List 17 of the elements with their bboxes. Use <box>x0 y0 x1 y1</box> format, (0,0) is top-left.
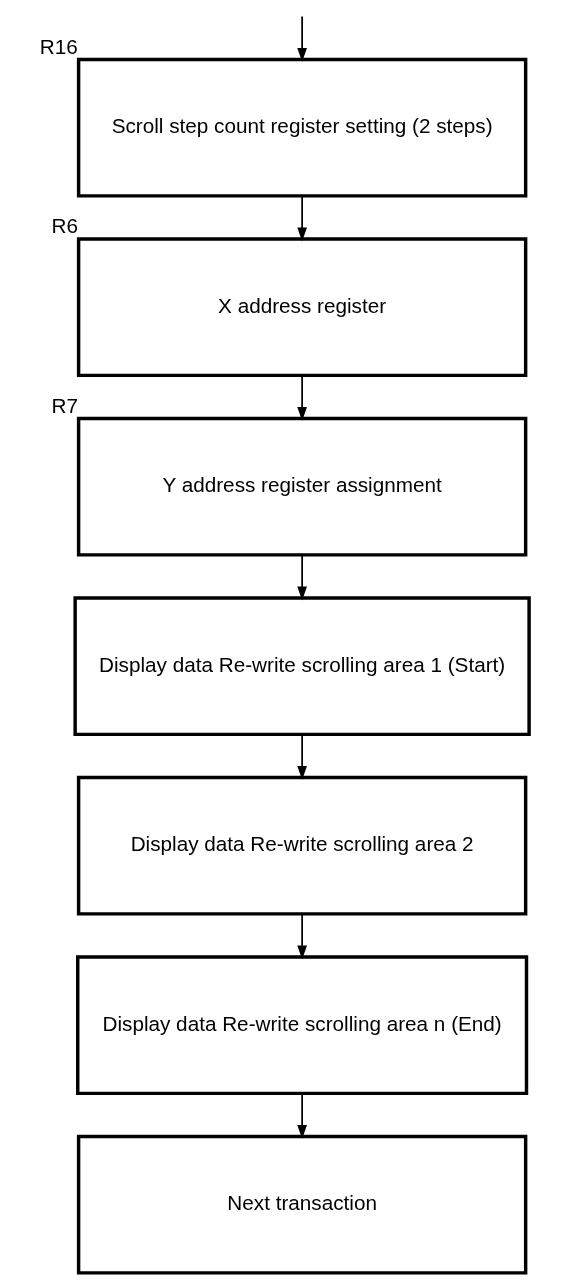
arrow <box>296 1092 307 1139</box>
node-box: Scroll step count register setting (2 steps) <box>76 57 527 198</box>
node-label: R7 <box>51 393 78 417</box>
node-box: Display data Re-write scrolling area 1 (Start) <box>72 596 531 737</box>
arrow <box>296 195 307 242</box>
node-box: Display data Re-write scrolling area 2 <box>76 775 527 916</box>
node-label: R16 <box>39 34 78 58</box>
node-box: Display data Re-write scrolling area n (End) <box>75 955 528 1096</box>
arrow <box>296 554 307 601</box>
node-label: R6 <box>51 214 78 238</box>
arrow <box>296 913 307 960</box>
node-box: Y address register assignment <box>76 416 527 557</box>
node-box: Next transaction <box>76 1134 527 1275</box>
arrow <box>296 15 307 62</box>
arrow <box>296 733 307 780</box>
node-box: X address register <box>76 237 527 378</box>
arrow <box>296 374 307 421</box>
